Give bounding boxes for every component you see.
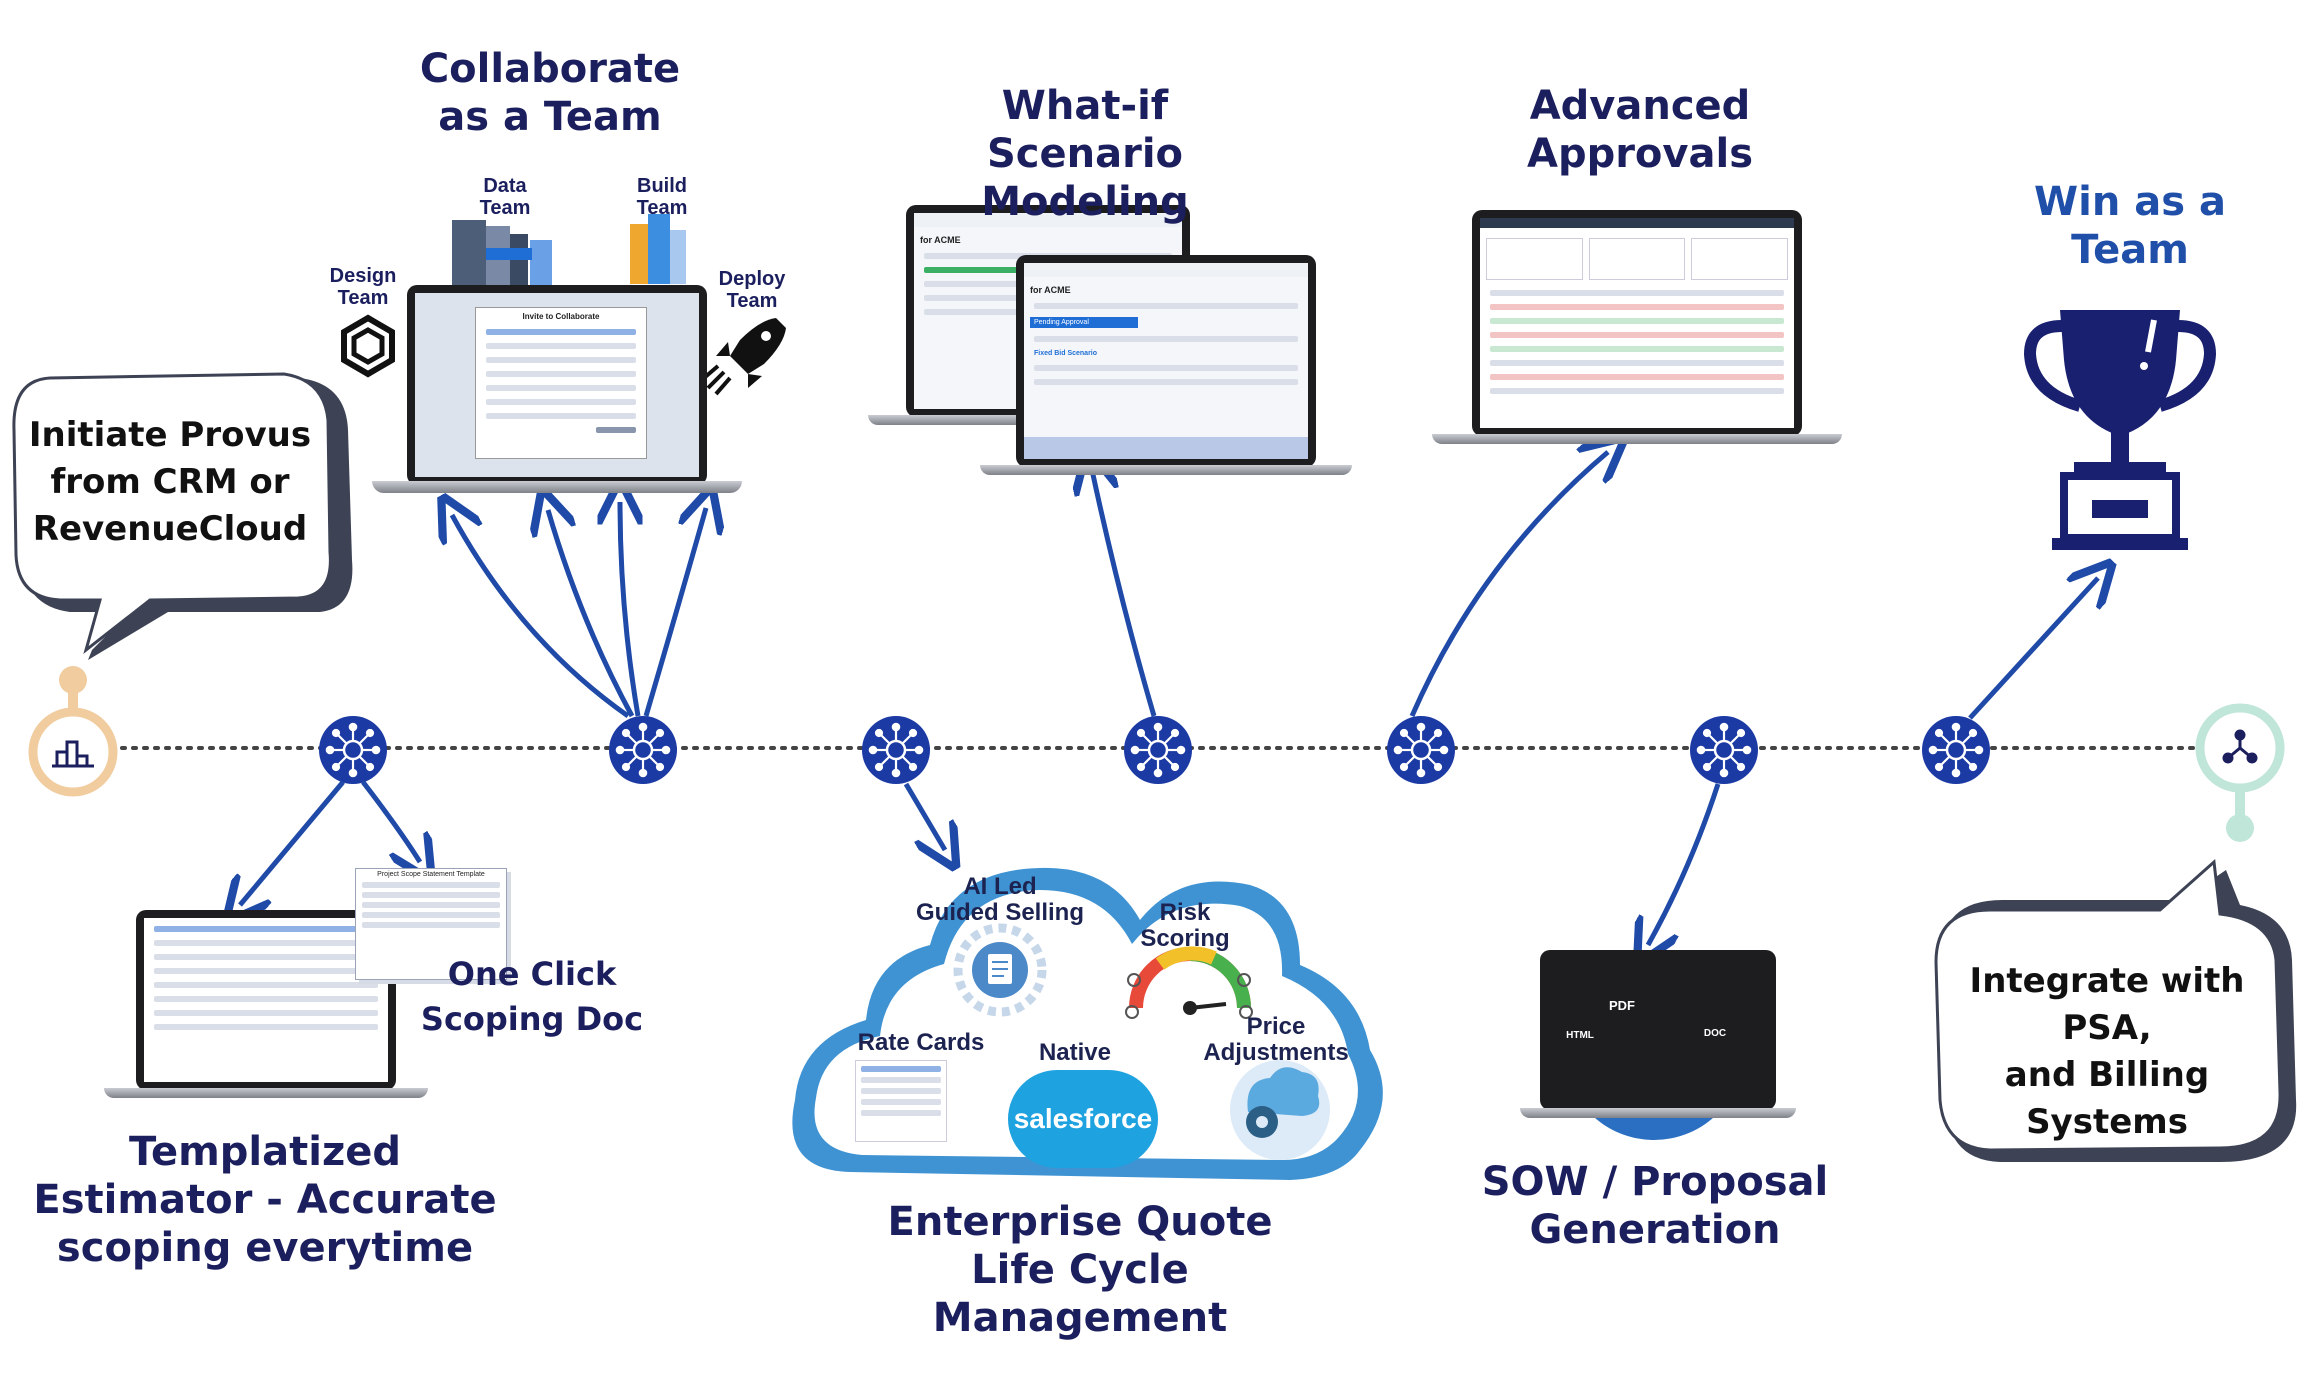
price-line1: Price: [1246, 1013, 1306, 1040]
price-label: Price Adjustments: [1196, 1013, 1356, 1067]
network-node-icon: [1920, 714, 1992, 786]
win-line1: Win as a: [2034, 179, 2226, 225]
doc-template-title: Project Scope Statement Template: [377, 871, 485, 878]
design-team-label: Design Team: [313, 265, 413, 309]
gauge-icon: [1125, 946, 1253, 1019]
integrate-line1: Integrate with PSA,: [1969, 961, 2245, 1048]
templatized-line1: Templatized: [129, 1129, 401, 1175]
whatif-line1: What-if: [1001, 83, 1169, 129]
network-node-icon: [1122, 714, 1194, 786]
sow-title: SOW / Proposal Generation: [1470, 1158, 1840, 1254]
integrate-line3: Systems: [2026, 1101, 2188, 1142]
approvals-line1: Advanced: [1529, 83, 1751, 129]
quote-title: Enterprise Quote Life Cycle Management: [820, 1198, 1340, 1342]
approvals-title: Advanced Approvals: [1490, 82, 1790, 178]
deploy-team-label: Deploy Team: [702, 268, 802, 312]
data-team-line1: Data: [483, 175, 527, 197]
collaborate-laptop: Invite to Collaborate: [372, 285, 742, 495]
design-team-line1: Design: [329, 265, 397, 287]
templatized-line2: Estimator - Accurate: [33, 1177, 497, 1223]
doc-badge: DOC: [1703, 1028, 1727, 1039]
whatif-laptop-front: for ACME Pending Approval Fixed Bid Scen…: [980, 255, 1352, 475]
one-click-line2: Scoping Doc: [420, 999, 644, 1038]
network-node-icon: [1385, 714, 1457, 786]
initiate-line2: from CRM or: [50, 461, 290, 502]
building-icon: [630, 214, 686, 284]
connector-arrows: [240, 452, 2098, 945]
templatized-line3: scoping everytime: [56, 1225, 474, 1271]
trophy-icon: [2023, 310, 2217, 550]
initiate-text: Initiate Provus from CRM or RevenueCloud: [20, 412, 320, 553]
approvals-laptop: [1432, 210, 1842, 446]
integrate-text: Integrate with PSA, and Billing Systems: [1932, 958, 2282, 1146]
gear-icon: [953, 923, 1047, 1017]
acme-label-2: for ACME: [1030, 285, 1071, 295]
deploy-team-line2: Team: [726, 290, 778, 312]
server-icon: [452, 220, 552, 286]
pdf-badge: PDF: [1609, 998, 1635, 1013]
data-team-line2: Team: [479, 197, 531, 219]
deploy-team-line1: Deploy: [718, 268, 786, 290]
collaborate-title: Collaborate as a Team: [380, 45, 720, 141]
salesforce-logo: salesforce: [1008, 1070, 1158, 1168]
risk-line1: Risk: [1159, 899, 1211, 926]
initiate-bubble: [12, 372, 353, 660]
acme-label: for ACME: [920, 235, 961, 245]
design-team-line2: Team: [337, 287, 389, 309]
network-node-icon: [1688, 714, 1760, 786]
ai-led-line2: Guided Selling: [915, 899, 1084, 927]
scoping-doc-thumbnail: Project Scope Statement Template: [355, 868, 507, 980]
approvals-line2: Approvals: [1526, 131, 1753, 177]
network-node-icon: [860, 714, 932, 786]
initiate-line1: Initiate Provus: [28, 415, 312, 455]
build-team-label: Build Team: [612, 175, 712, 219]
one-click-line1: One Click: [447, 955, 617, 993]
native-label: Native: [1038, 1039, 1112, 1066]
sow-laptop: [1520, 950, 1796, 1120]
rate-cards-label: Rate Cards: [857, 1029, 985, 1056]
risk-line2: Scoring: [1140, 925, 1230, 953]
risk-label: Risk Scoring: [1130, 899, 1240, 953]
win-line2: Team: [2071, 227, 2189, 273]
price-line2: Adjustments: [1203, 1039, 1349, 1067]
scenario-label: Fixed Bid Scenario: [1034, 350, 1098, 357]
integrate-line2: and Billing: [2004, 1054, 2210, 1095]
ai-led-label: AI Led Guided Selling: [900, 873, 1100, 927]
network-node-icon: [607, 714, 679, 786]
sow-line2: Generation: [1529, 1207, 1781, 1253]
integrate-bubble: [1934, 858, 2297, 1162]
one-click-label: One Click Scoping Doc: [412, 952, 652, 1042]
hexagon-logo-icon: [341, 314, 395, 378]
build-team-line2: Team: [636, 197, 688, 219]
whatif-title: What-if Scenario Modeling: [885, 82, 1285, 226]
network-node-icon: [317, 714, 389, 786]
quote-line2: Life Cycle Management: [932, 1247, 1228, 1341]
collaborate-line1: Collaborate: [419, 46, 681, 92]
win-title: Win as a Team: [2000, 178, 2260, 274]
price-gear-icon: [1230, 1060, 1330, 1160]
sow-line1: SOW / Proposal: [1481, 1159, 1829, 1205]
html-badge: HTML: [1566, 1030, 1594, 1041]
whatif-line2: Scenario Modeling: [981, 131, 1189, 225]
build-team-line1: Build: [637, 175, 687, 197]
ai-led-line1: AI Led: [963, 873, 1037, 900]
initiate-line3: RevenueCloud: [32, 508, 308, 549]
estimator-laptop: [104, 910, 428, 1100]
dialog-title: Invite to Collaborate: [522, 312, 600, 321]
share-icon: [2195, 703, 2285, 842]
templatized-title: Templatized Estimator - Accurate scoping…: [30, 1128, 500, 1272]
rate-card-thumbnail: [855, 1060, 947, 1142]
data-team-label: Data Team: [455, 175, 555, 219]
quote-line1: Enterprise Quote: [887, 1199, 1273, 1245]
collaborate-line2: as a Team: [438, 94, 662, 140]
pending-label: Pending Approval: [1030, 317, 1138, 328]
bar-chart-icon: [28, 666, 118, 797]
salesforce-text: salesforce: [1013, 1103, 1153, 1134]
